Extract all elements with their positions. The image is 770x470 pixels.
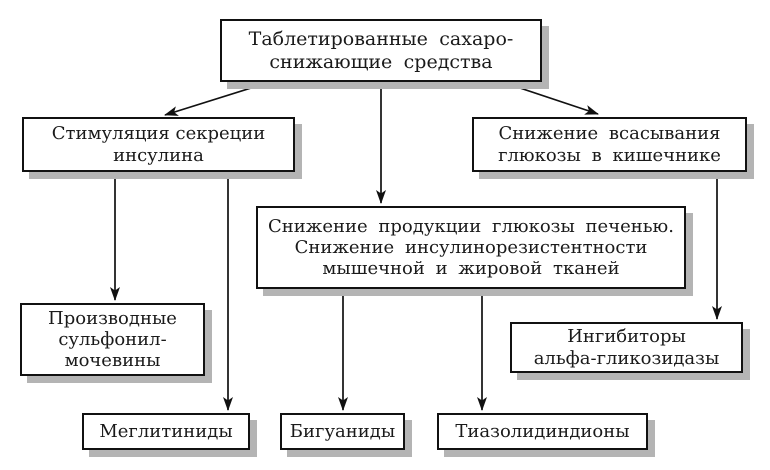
- node-root: Таблетированные сахаро- снижающие средст…: [220, 19, 542, 82]
- node-liver-production: Снижение продукции глюкозы печенью. Сниж…: [256, 206, 686, 289]
- node-glucose-absorption-label: Снижение всасывания глюкозы в кишечнике: [498, 123, 721, 166]
- node-meglitinides: Меглитиниды: [82, 413, 250, 450]
- edge-root-to-insulin-secretion: [164, 82, 268, 116]
- node-root-label: Таблетированные сахаро- снижающие средст…: [248, 28, 514, 73]
- node-meglitinides-label: Меглитиниды: [99, 420, 233, 442]
- node-alpha-inhibitors: Ингибиторы альфа-гликозидазы: [510, 322, 743, 373]
- node-alpha-inhibitors-label: Ингибиторы альфа-гликозидазы: [533, 326, 720, 369]
- node-insulin-secretion-label: Стимуляция секреции инсулина: [51, 123, 266, 166]
- edge-root-to-glucose-absorption: [504, 82, 599, 115]
- node-sulfonylurea: Производные сульфонил- мочевины: [20, 303, 205, 376]
- node-insulin-secretion: Стимуляция секреции инсулина: [22, 117, 295, 172]
- node-liver-production-label: Снижение продукции глюкозы печенью. Сниж…: [268, 215, 674, 280]
- node-biguanides: Бигуаниды: [280, 413, 405, 450]
- node-sulfonylurea-label: Производные сульфонил- мочевины: [48, 307, 177, 372]
- node-thiazolidinediones: Тиазолидиндионы: [437, 413, 648, 450]
- node-thiazolidinediones-label: Тиазолидиндионы: [455, 420, 630, 442]
- node-biguanides-label: Бигуаниды: [289, 420, 396, 442]
- node-glucose-absorption: Снижение всасывания глюкозы в кишечнике: [472, 117, 747, 172]
